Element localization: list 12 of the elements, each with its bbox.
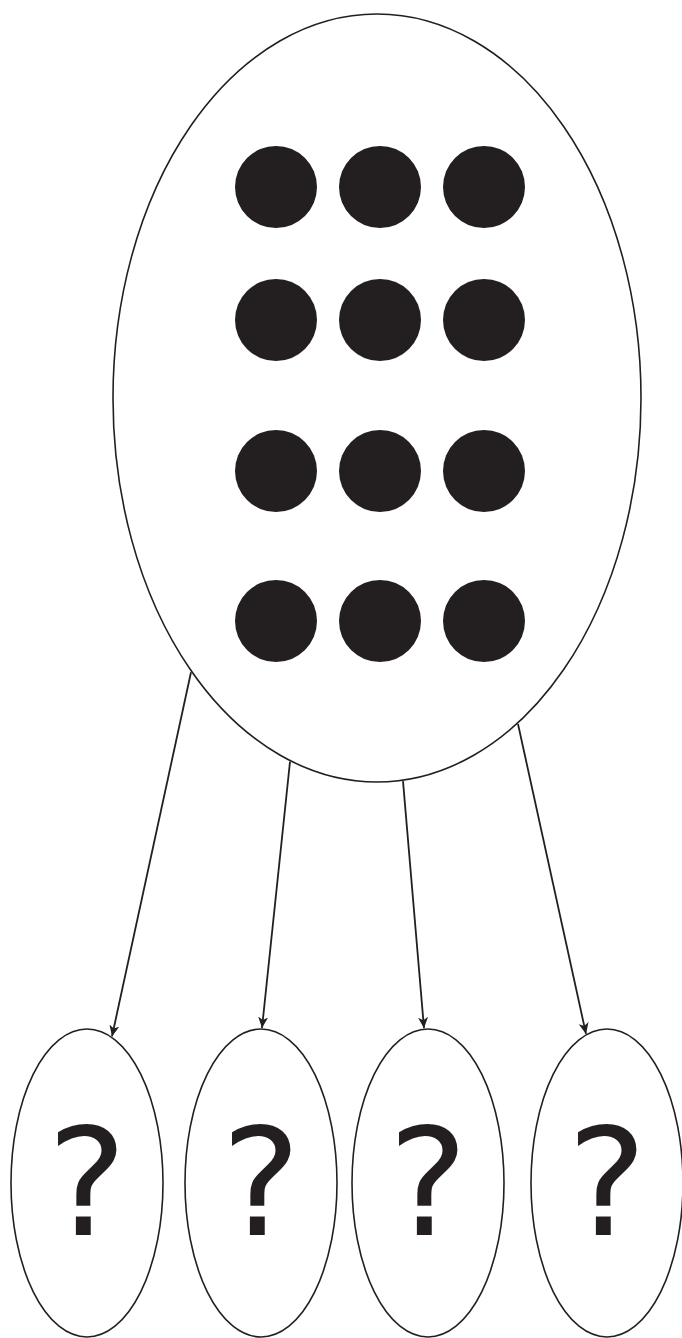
question-mark-text: ? [221, 1108, 301, 1258]
arrow [517, 723, 589, 1035]
ellipse-node [351, 1028, 505, 1338]
ellipse-node [184, 1028, 338, 1338]
arrow [109, 671, 192, 1038]
arrow [402, 780, 429, 1030]
question-mark-text: ? [388, 1108, 468, 1258]
ellipse-node [10, 1028, 164, 1338]
arrow [258, 760, 291, 1029]
ellipse-node [112, 13, 642, 783]
question-mark-text: ? [47, 1108, 127, 1258]
question-mark-text: ? [567, 1108, 647, 1258]
